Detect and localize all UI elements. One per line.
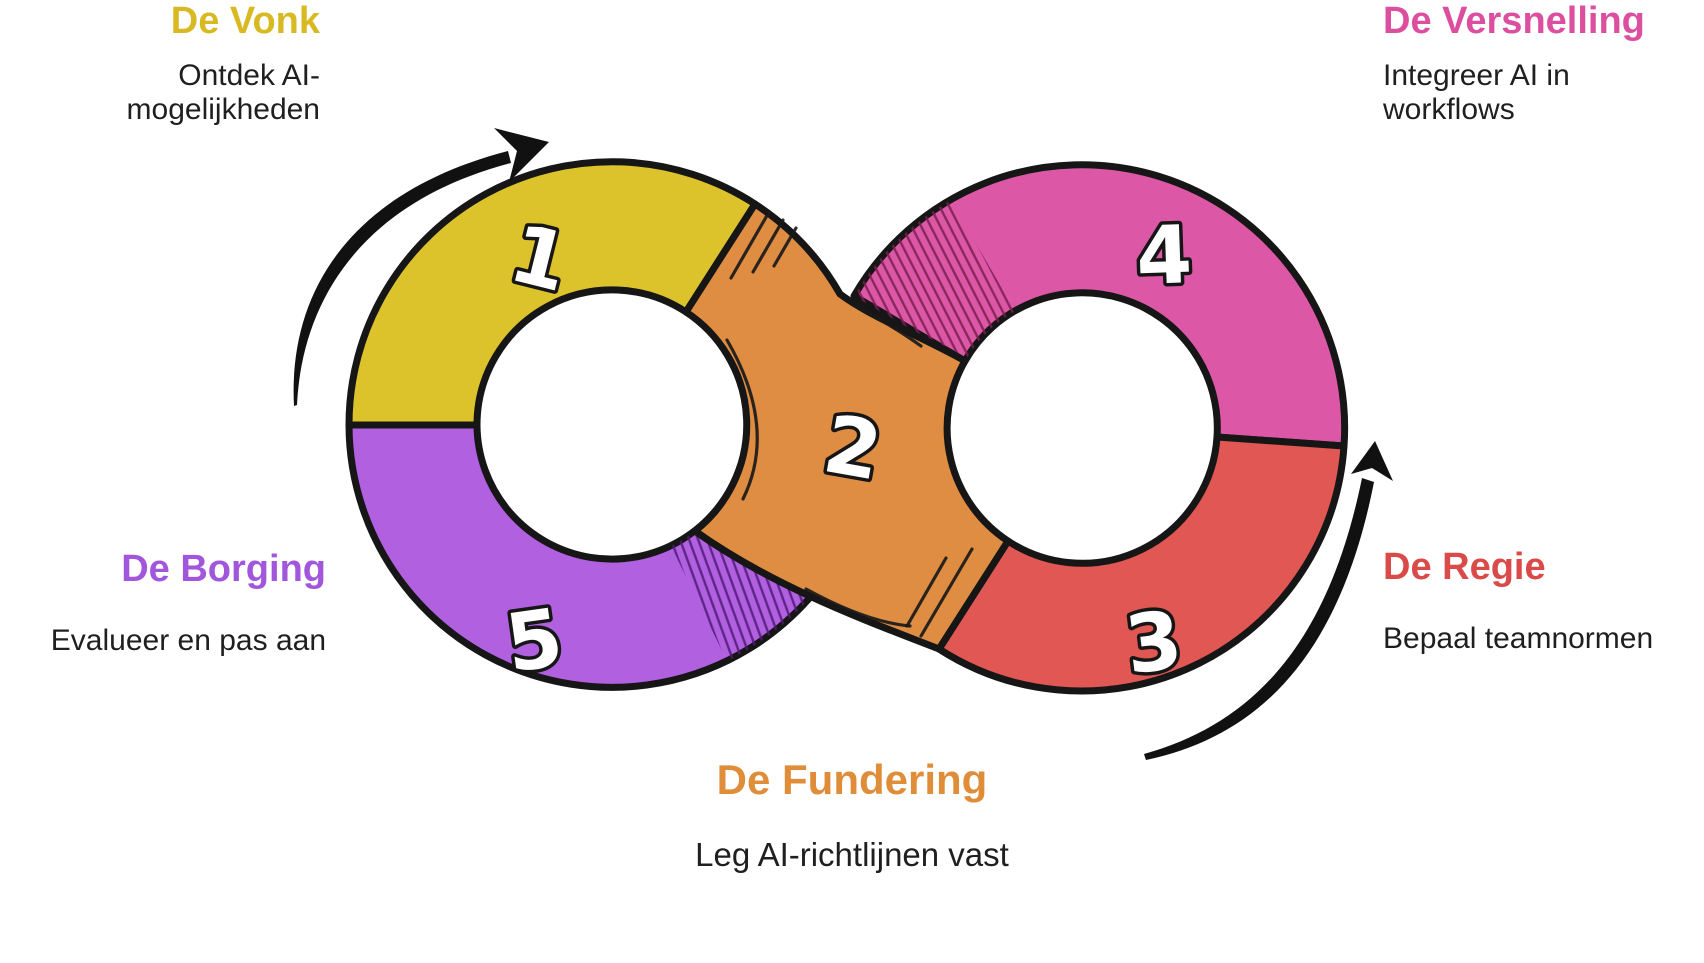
under-crossing-shading-pink (854, 200, 1015, 361)
hand-drawn-accent-lines (725, 210, 974, 638)
stage-description-borging: Evalueer en pas aan (50, 623, 326, 657)
stage-title-vonk: De Vonk (170, 0, 320, 42)
stage-title-fundering: De Fundering (716, 756, 988, 803)
segment-versnelling (850, 161, 1349, 450)
segment-vonk (345, 158, 759, 429)
stage-description-vonk: Ontdek AI- mogelijkheden (126, 58, 320, 127)
stage-number-3: 3 (1120, 593, 1187, 692)
stage-description-regie: Bepaal teamnormen (1383, 621, 1654, 655)
stage-label-fundering: De Fundering Leg AI-richtlijnen vast (577, 756, 1127, 875)
segment-regie (935, 433, 1348, 695)
stage-description-versnelling: Integreer AI in workflows (1383, 58, 1570, 127)
flow-arrow-top-left-icon (293, 128, 549, 406)
stage-label-borging: De Borging Evalueer en pas aan (0, 548, 326, 658)
stage-title-versnelling: De Versnelling (1383, 0, 1645, 42)
flow-arrow-bottom-right-icon (1144, 441, 1393, 760)
stage-description-fundering: Leg AI-richtlijnen vast (695, 836, 1009, 874)
stage-label-versnelling: De Versnelling Integreer AI in workflows (1383, 0, 1693, 128)
stage-label-regie: De Regie Bepaal teamnormen (1383, 546, 1693, 656)
stage-title-regie: De Regie (1383, 546, 1546, 588)
stage-number-4: 4 (1135, 208, 1194, 303)
stage-title-borging: De Borging (121, 548, 326, 590)
stage-label-vonk: De Vonk Ontdek AI- mogelijkheden (0, 0, 320, 128)
